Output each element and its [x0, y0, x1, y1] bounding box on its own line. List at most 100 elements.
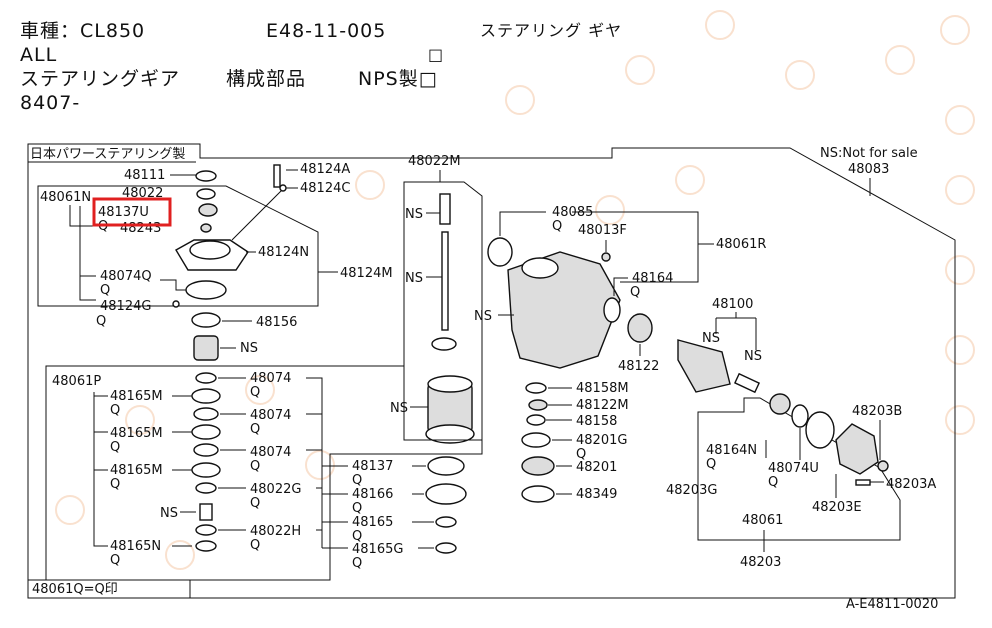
part-piston-bottom — [425, 424, 475, 444]
label-48165G: 48165G — [352, 542, 403, 557]
label-48201G: 48201G — [576, 433, 627, 448]
catalog-code: E48-11-005 — [266, 20, 387, 42]
label-q-9: Q — [250, 538, 260, 553]
label-q-1: Q — [110, 403, 120, 418]
label-q-6: Q — [250, 422, 260, 437]
label-48165M-3: 48165M — [110, 463, 163, 478]
label-q-8: Q — [250, 496, 260, 511]
part-housing — [507, 251, 621, 369]
label-ns4: NS — [390, 401, 408, 416]
label-48124N: 48124N — [258, 245, 309, 260]
part-48158M — [525, 382, 547, 394]
label-48022H: 48022H — [250, 524, 301, 539]
part-48013F — [601, 252, 611, 262]
label-48203E: 48203E — [812, 500, 862, 515]
label-ns1: NS — [240, 341, 258, 356]
label-48111: 48111 — [124, 168, 165, 183]
part-seal-9 — [195, 540, 217, 552]
leader-48100 — [715, 312, 757, 350]
part-seal-4 — [191, 424, 221, 440]
part-48122M — [528, 399, 548, 411]
label-ref: A-E4811-0020 — [846, 597, 938, 612]
label-48137: 48137 — [352, 459, 393, 474]
label-48122M: 48122M — [576, 398, 629, 413]
label-q-12: Q — [352, 529, 362, 544]
label-48164-q: Q — [630, 285, 640, 300]
label-48349: 48349 — [576, 487, 617, 502]
label-48022G: 48022G — [250, 482, 301, 497]
parts-label: 構成部品 — [226, 68, 307, 90]
footnote-box — [28, 579, 191, 598]
maker-label: NPS製□ — [358, 68, 438, 90]
part-48158 — [526, 414, 546, 426]
part-adjust-screw — [733, 372, 761, 394]
applicability: ALL — [20, 44, 58, 66]
leader-48137-group — [412, 465, 434, 549]
part-oring — [805, 411, 835, 449]
leader-right-group — [763, 428, 884, 552]
part-48203B — [877, 460, 889, 472]
vehicle-model: 車種：CL850 — [20, 20, 146, 42]
label-48156: 48156 — [256, 315, 297, 330]
part-48137 — [427, 456, 465, 476]
label-48203A: 48203A — [886, 477, 936, 492]
part-48164N — [769, 393, 791, 415]
leader-48074Q — [160, 279, 186, 291]
highlight-box — [92, 197, 172, 227]
part-piston-top — [427, 375, 473, 393]
production-date: 8407- — [20, 92, 81, 114]
label-48085-q: Q — [552, 219, 562, 234]
part-seal-7 — [195, 482, 217, 494]
label-q-2: Q — [110, 440, 120, 455]
leader-48061R — [572, 211, 714, 283]
label-japan-power: 日本パワーステアリング製 — [30, 147, 185, 162]
part-48022 — [196, 188, 216, 200]
part-48165 — [435, 516, 457, 528]
label-48100: 48100 — [712, 297, 753, 312]
label-48083: 48083 — [848, 162, 889, 177]
part-48124N-top — [189, 240, 231, 260]
label-footnote: 48061Q=Q印 — [32, 582, 118, 597]
label-48164N: 48164N — [706, 443, 757, 458]
box-48061N — [37, 185, 319, 307]
label-ns2: NS — [405, 207, 423, 222]
part-48124G — [172, 300, 180, 308]
label-q-13: Q — [352, 556, 362, 571]
part-48085 — [487, 237, 513, 267]
label-q-4: Q — [110, 553, 120, 568]
part-48074U — [791, 404, 809, 428]
part-seal-6 — [191, 462, 221, 478]
label-48165N: 48165N — [110, 539, 161, 554]
part-ns-sleeve — [199, 503, 213, 521]
label-q-7: Q — [250, 459, 260, 474]
label-48203B: 48203B — [852, 404, 902, 419]
leader-48061N-tree — [79, 206, 96, 301]
leader-48085 — [499, 211, 546, 236]
part-48111 — [195, 170, 217, 182]
label-48158: 48158 — [576, 414, 617, 429]
label-48158M: 48158M — [576, 381, 629, 396]
part-spool — [431, 337, 457, 351]
part-48203A — [855, 479, 871, 486]
part-48166 — [425, 483, 467, 505]
label-48165: 48165 — [352, 515, 393, 530]
label-q-3: Q — [110, 477, 120, 492]
part-48137U — [198, 203, 218, 217]
part-48201G — [521, 432, 551, 448]
part-shaft-top — [439, 193, 451, 225]
label-48061R: 48061R — [716, 237, 766, 252]
part-sector-shaft — [677, 339, 731, 393]
part-group-title: ステアリング ギヤ — [480, 21, 623, 40]
label-ns7: NS — [744, 349, 762, 364]
label-48203: 48203 — [740, 555, 781, 570]
part-ns-valve — [193, 335, 219, 361]
label-q-14: Q — [576, 447, 586, 462]
label-48061: 48061 — [742, 513, 783, 528]
part-seal-2 — [191, 388, 221, 404]
label-48124M: 48124M — [340, 266, 393, 281]
part-48156 — [191, 312, 221, 328]
label-48013F: 48013F — [578, 223, 627, 238]
label-q-11: Q — [352, 501, 362, 516]
label-48022: 48022 — [122, 186, 163, 201]
label-48122: 48122 — [618, 359, 659, 374]
